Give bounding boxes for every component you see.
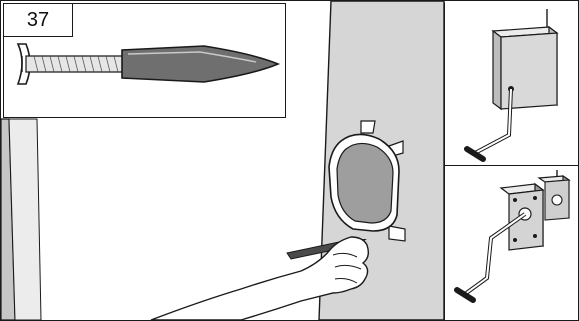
left-wall-face [9,119,41,320]
crank-winch-mounting-plate-icon [445,166,577,318]
winch-plate-panel [444,166,578,320]
step-number: 37 [3,3,73,37]
winch-box-panel [444,3,578,166]
crank-winch-box-icon [445,3,577,163]
